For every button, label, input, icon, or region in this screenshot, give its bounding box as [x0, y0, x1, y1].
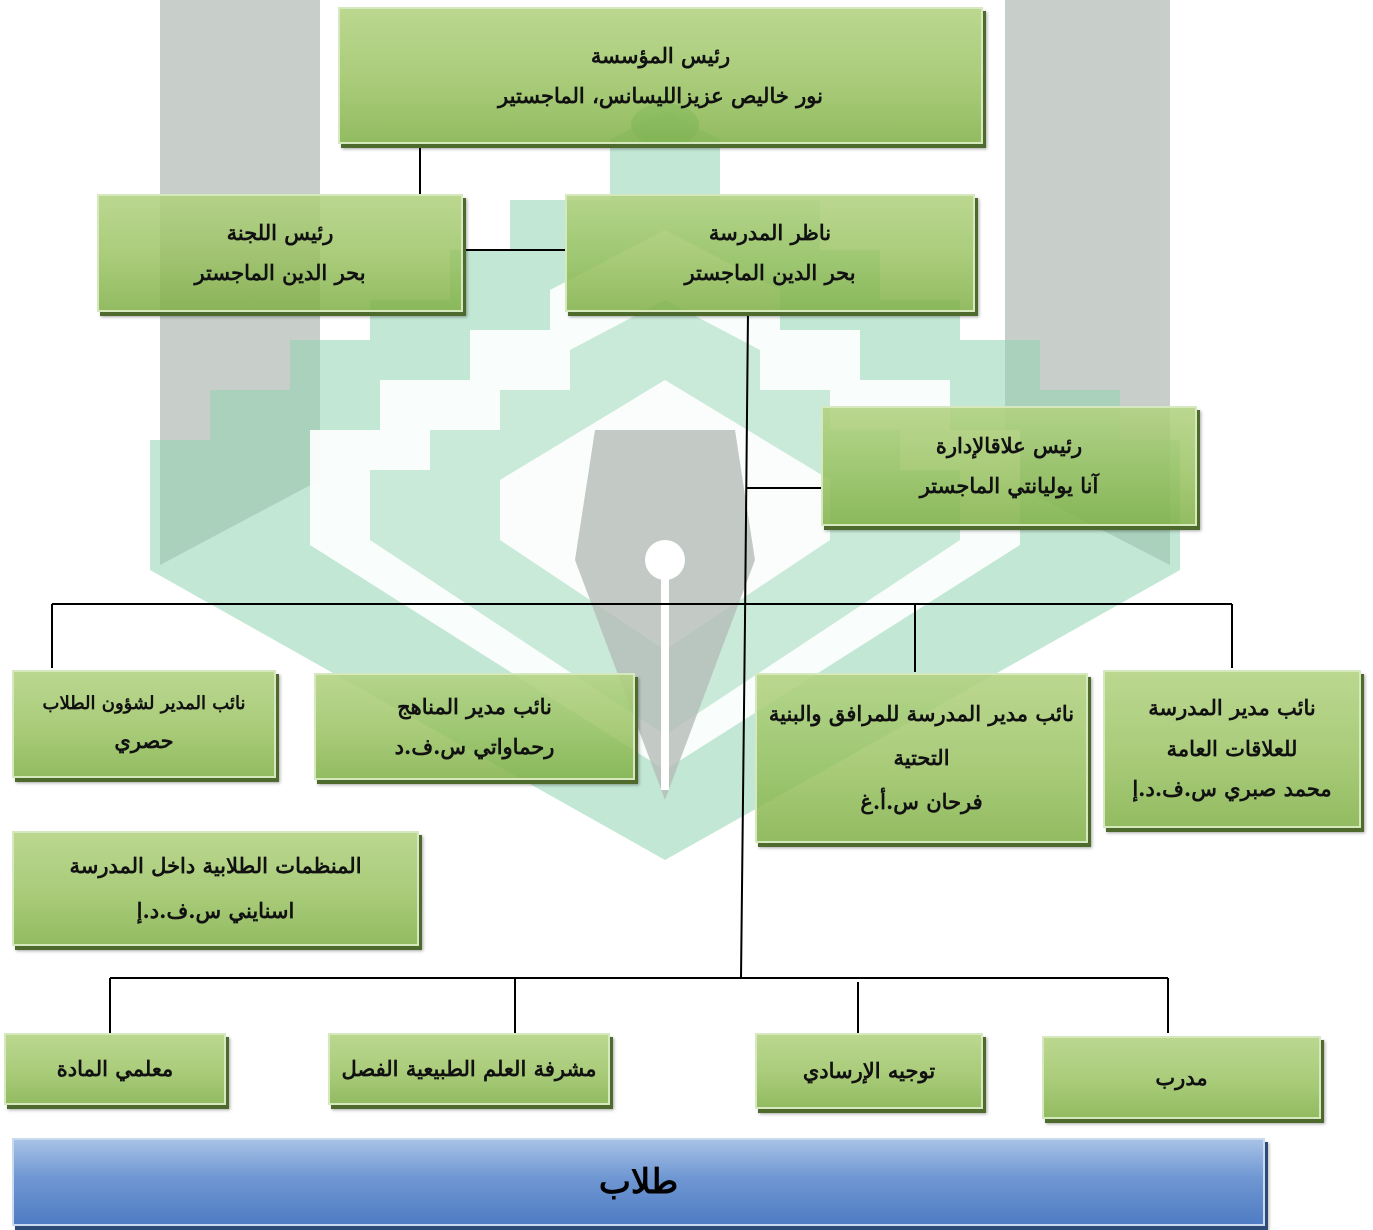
guidance-box: توجيه الإرسادي — [755, 1033, 983, 1109]
vp-curriculum-box: نائب مدير المناهج رحماواتي س.ف.د — [314, 673, 635, 780]
principal-name: بحر الدين الماجستر — [684, 260, 856, 285]
founder-name: نور خاليص عزيزالليسانس، الماجستير — [498, 82, 823, 108]
committee-head-title: رئيس اللجنة — [226, 220, 334, 246]
connector-principal-trunk — [740, 311, 749, 979]
founder-title: رئيس المؤسسة — [590, 42, 731, 68]
students-box: طلاب — [12, 1138, 1265, 1226]
science-supervisor-title: مشرفة العلم الطبيعية الفصل — [341, 1056, 597, 1082]
guidance-title: توجيه الإرسادي — [802, 1058, 936, 1084]
science-supervisor-box: مشرفة العلم الطبيعية الفصل — [328, 1033, 610, 1105]
vp-public-relations-title-1: نائب مدير المدرسة — [1148, 694, 1316, 720]
trainer-box: مدرب — [1042, 1036, 1321, 1119]
vp-facilities-name: فرحان س.أ.غ — [860, 789, 983, 815]
principal-title: ناظر المدرسة — [708, 220, 832, 246]
vp-public-relations-box: نائب مدير المدرسة للعلاقات العامة محمد ص… — [1103, 670, 1361, 828]
vp-curriculum-title: نائب مدير المناهج — [397, 693, 552, 719]
vp-student-affairs-box: نائب المدير لشؤون الطلاب حصري — [12, 670, 276, 778]
student-orgs-title: المنظمات الطلابية داخل المدرسة — [69, 853, 362, 879]
admin-head-box: رئيس علاقالإدارة آنا يوليانتي الماجستر — [821, 406, 1197, 526]
vp-curriculum-name: رحماواتي س.ف.د — [394, 733, 555, 759]
subject-teachers-title: معلمي المادة — [56, 1056, 174, 1082]
student-orgs-box: المنظمات الطلابية داخل المدرسة اسنايني س… — [12, 831, 419, 946]
vp-facilities-box: نائب مدير المدرسة للمرافق والبنية التحتي… — [755, 673, 1088, 843]
vp-facilities-title-2: التحتية — [893, 744, 950, 770]
watermark-pen-slit — [661, 570, 669, 790]
trainer-title: مدرب — [1155, 1064, 1208, 1090]
vp-facilities-title-1: نائب مدير المدرسة للمرافق والبنية — [768, 700, 1075, 726]
students-title: طلاب — [598, 1162, 679, 1202]
admin-head-title: رئيس علاقالإدارة — [935, 433, 1083, 459]
subject-teachers-box: معلمي المادة — [4, 1033, 226, 1105]
committee-head-box: رئيس اللجنة بحر الدين الماجستر — [97, 194, 463, 312]
founder-box: رئيس المؤسسة نور خاليص عزيزالليسانس، الم… — [338, 7, 983, 144]
principal-box: ناظر المدرسة بحر الدين الماجستر — [565, 194, 975, 312]
vp-student-affairs-name: حصري — [114, 728, 174, 754]
student-orgs-name: اسنايني س.ف.د.إ — [136, 897, 295, 923]
vp-student-affairs-title: نائب المدير لشؤون الطلاب — [42, 692, 246, 714]
vp-public-relations-title-2: للعلاقات العامة — [1166, 735, 1298, 761]
admin-head-name: آنا يوليانتي الماجستر — [919, 473, 1099, 498]
vp-public-relations-name: محمد صبري س.ف.د.إ — [1132, 776, 1332, 802]
committee-head-name: بحر الدين الماجستر — [194, 260, 366, 285]
watermark-pen-hole — [645, 540, 685, 580]
